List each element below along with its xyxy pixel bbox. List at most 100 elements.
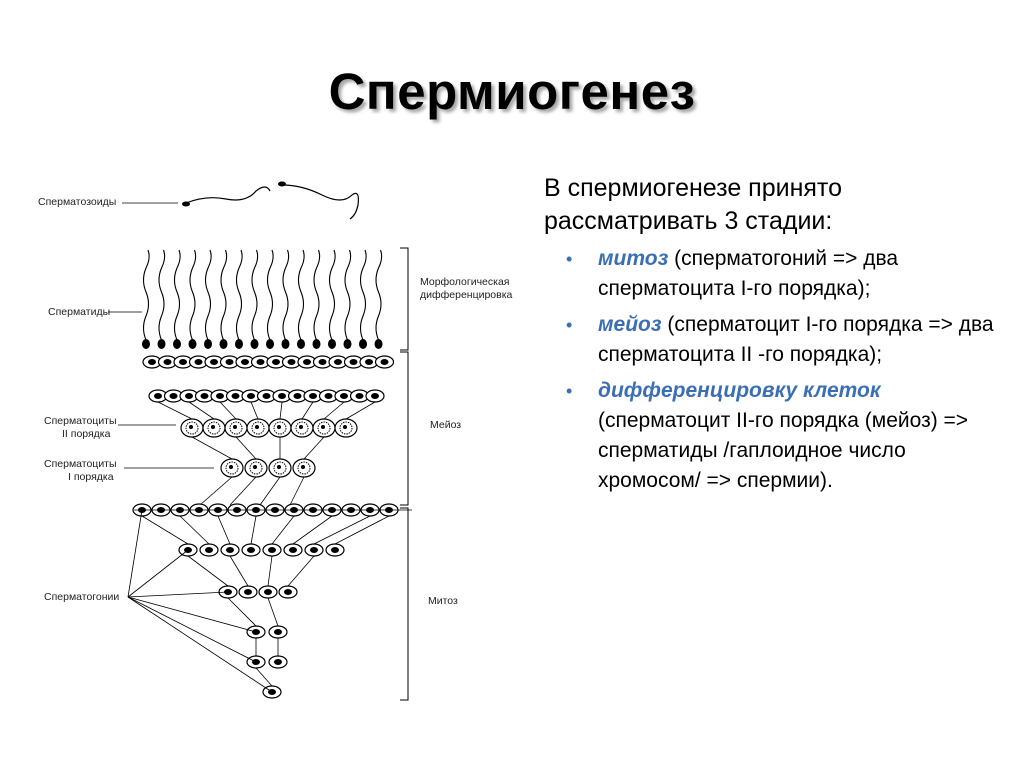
meiosis-cells xyxy=(143,356,394,505)
bullet-differentiation: • дифференцировку клеток (сперматоцит II… xyxy=(544,376,1014,496)
spermatocyte-1-cell xyxy=(221,459,243,477)
svg-text:дифференцировка: дифференцировка xyxy=(420,289,513,301)
lineage-line xyxy=(220,402,236,419)
spermatocyte-2-cell xyxy=(247,419,269,437)
bullet-meiosis: • мейоз (сперматоцит I-го порядка => два… xyxy=(544,310,1014,370)
svg-text:Морфологическая: Морфологическая xyxy=(420,276,509,288)
lineage-line xyxy=(218,516,230,544)
spermatid-cell xyxy=(220,250,228,349)
bullet-list: • митоз (сперматогоний => два сперматоци… xyxy=(544,244,1014,496)
svg-text:Сперматогонии: Сперматогонии xyxy=(44,591,119,603)
lineage-line xyxy=(268,598,278,626)
spermatocyte-1-cell xyxy=(293,459,315,477)
slide-title: Спермиогенез xyxy=(0,62,1024,121)
pointer-line xyxy=(128,510,142,597)
spermatogonium-cell xyxy=(239,586,257,598)
pointer-line xyxy=(128,597,256,632)
svg-text:Сперматоциты: Сперматоциты xyxy=(44,458,117,470)
spermatocyte-2-cell xyxy=(203,419,225,437)
spermatid-cell xyxy=(297,250,305,349)
bullet-dot-icon: • xyxy=(566,244,572,274)
spermatid-cell xyxy=(251,250,259,349)
spermatid-cell xyxy=(344,250,352,349)
label-spermatocytes-2: Сперматоциты II порядка xyxy=(44,415,176,440)
svg-text:II порядка: II порядка xyxy=(62,428,111,440)
spermatogonium-cell xyxy=(305,544,323,556)
spermatocyte-1-cell xyxy=(245,459,267,477)
spermatid-cell xyxy=(282,250,290,349)
keyword: митоз xyxy=(598,247,668,270)
bullet-text: (сперматоцит II-го порядка (мейоз) => сп… xyxy=(598,409,968,492)
pointer-line xyxy=(128,597,272,692)
label-spermatids: Сперматиды xyxy=(48,306,142,318)
lineage-line xyxy=(200,477,232,505)
spermatids-row xyxy=(142,250,383,349)
lineage-line xyxy=(189,402,214,419)
lineage-line xyxy=(236,437,256,459)
lineage-line xyxy=(302,402,313,419)
svg-text:Сперматозоиды: Сперматозоиды xyxy=(38,196,116,208)
mitosis-cells xyxy=(133,504,412,698)
bracket-mitosis: Митоз xyxy=(400,508,458,700)
svg-text:Митоз: Митоз xyxy=(428,595,458,607)
lineage-line xyxy=(268,556,272,586)
lineage-line xyxy=(192,437,232,459)
spermatid-cell xyxy=(375,250,383,349)
spermatid-cell xyxy=(204,250,212,349)
lineage-line xyxy=(346,402,375,419)
spermatid-cell xyxy=(189,250,197,349)
lineage-line xyxy=(260,477,280,505)
svg-text:Сперматоциты: Сперматоциты xyxy=(44,415,117,427)
keyword: мейоз xyxy=(598,313,662,336)
label-spermatogonia: Сперматогонии xyxy=(44,591,119,603)
lineage-line xyxy=(293,516,332,544)
spermatid-cell xyxy=(158,250,166,349)
intro-text: В спермиогенезе принято рассматривать 3 … xyxy=(544,172,1014,238)
lineage-line xyxy=(230,477,256,505)
lineage-line xyxy=(272,516,294,544)
spermatogonium-cell xyxy=(326,544,344,556)
text-block: В спермиогенезе принято рассматривать 3 … xyxy=(544,172,1014,502)
label-spermatocytes-1: Сперматоциты I порядка xyxy=(44,458,214,483)
svg-text:I порядка: I порядка xyxy=(68,471,114,483)
bullet-mitosis: • митоз (сперматогоний => два сперматоци… xyxy=(544,244,1014,304)
spermatogenesis-diagram: Сперматозоиды Сперматиды Сперматоциты II… xyxy=(0,160,540,720)
lineage-line xyxy=(188,556,228,586)
spermatocyte-2-cell xyxy=(269,419,291,437)
spermatid-cell xyxy=(142,250,150,349)
spermatid-cell xyxy=(313,250,321,349)
spermatogonium-cell xyxy=(284,544,302,556)
lineage-line xyxy=(324,402,344,419)
lineage-line xyxy=(304,437,324,459)
lineage-line xyxy=(180,516,209,544)
spermatid-cell xyxy=(235,250,243,349)
lineage-line xyxy=(251,516,256,544)
svg-text:Сперматиды: Сперматиды xyxy=(48,306,110,318)
lineage-line xyxy=(142,516,188,544)
svg-text:Мейоз: Мейоз xyxy=(430,419,461,431)
pointer-line xyxy=(128,550,188,597)
spermatogonium-cell xyxy=(269,656,287,668)
lineage-line xyxy=(280,402,282,419)
lineage-line xyxy=(290,477,304,505)
bracket-meiosis: Мейоз xyxy=(400,352,461,505)
lineage-line xyxy=(251,402,258,419)
bullet-dot-icon: • xyxy=(566,310,572,340)
spermatogonium-cell xyxy=(242,544,260,556)
spermatozoa-cells xyxy=(182,182,358,220)
lineage-line xyxy=(228,598,256,626)
bracket-morphological: Морфологическая дифференцировка xyxy=(400,248,513,350)
spermatid-cell xyxy=(359,250,367,349)
lineage-line xyxy=(158,402,192,419)
spermatogonium-cell xyxy=(259,586,277,598)
spermatogonium-cell xyxy=(200,544,218,556)
spermatogonium-cell xyxy=(221,544,239,556)
lineage-line xyxy=(288,556,314,586)
label-spermatozoa: Сперматозоиды xyxy=(38,196,178,208)
spermatocyte-2-cell xyxy=(181,419,203,437)
spermatid-cell xyxy=(266,250,274,349)
lineage-line xyxy=(230,556,248,586)
spermatocyte-2-cell xyxy=(335,419,357,437)
pointer-line xyxy=(128,592,228,597)
bullet-dot-icon: • xyxy=(566,376,572,406)
